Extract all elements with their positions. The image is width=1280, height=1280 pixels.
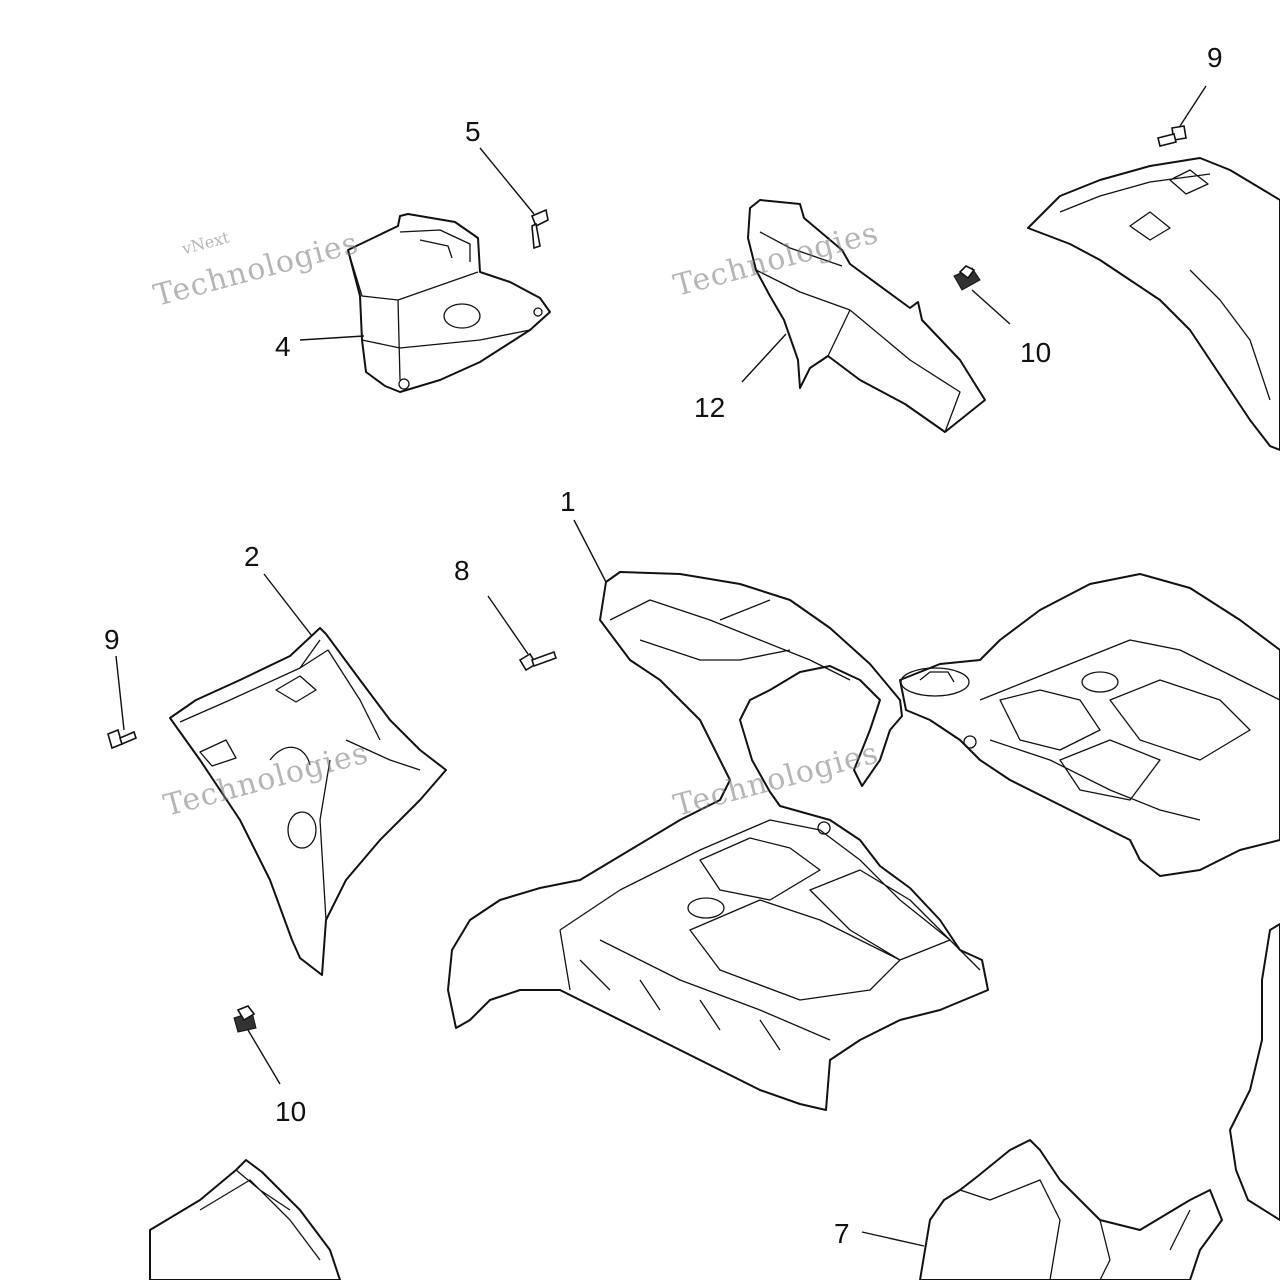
- part-right-edge-fragment: [1229, 923, 1280, 1221]
- fastener-10-clip-upper: [953, 265, 981, 291]
- part-1-rear-fender: [447, 571, 989, 1111]
- fastener-9-bolt-left: [107, 728, 137, 750]
- callout-2: 2: [244, 541, 260, 572]
- callout-12: 12: [694, 392, 726, 423]
- part-4-cover: [347, 213, 551, 393]
- part-7-panel: [919, 1139, 1223, 1280]
- callout-7: 7: [834, 1218, 850, 1249]
- leader-lines: [115, 85, 1207, 1247]
- part-12-panel: [747, 199, 986, 433]
- callout-5: 5: [465, 116, 481, 147]
- fastener-9-bolt-right: [1157, 125, 1187, 147]
- callout-8: 8: [454, 555, 470, 586]
- part-upper-right-panel: [1027, 157, 1280, 451]
- callout-4: 4: [275, 331, 291, 362]
- part-bottom-left-fragment: [149, 1159, 341, 1280]
- callout-9-left: 9: [104, 624, 120, 655]
- fastener-10-clip-lower: [233, 1005, 257, 1033]
- part-2-fender-panel: [169, 627, 447, 976]
- callout-1: 1: [560, 486, 576, 517]
- callout-10-upper: 10: [1020, 337, 1052, 368]
- part-front-fender: [899, 573, 1280, 877]
- callout-9-right: 9: [1207, 42, 1223, 73]
- callout-10-lower: 10: [275, 1096, 307, 1127]
- fastener-8-bolt: [518, 650, 558, 672]
- fastener-5-bolt: [530, 208, 549, 250]
